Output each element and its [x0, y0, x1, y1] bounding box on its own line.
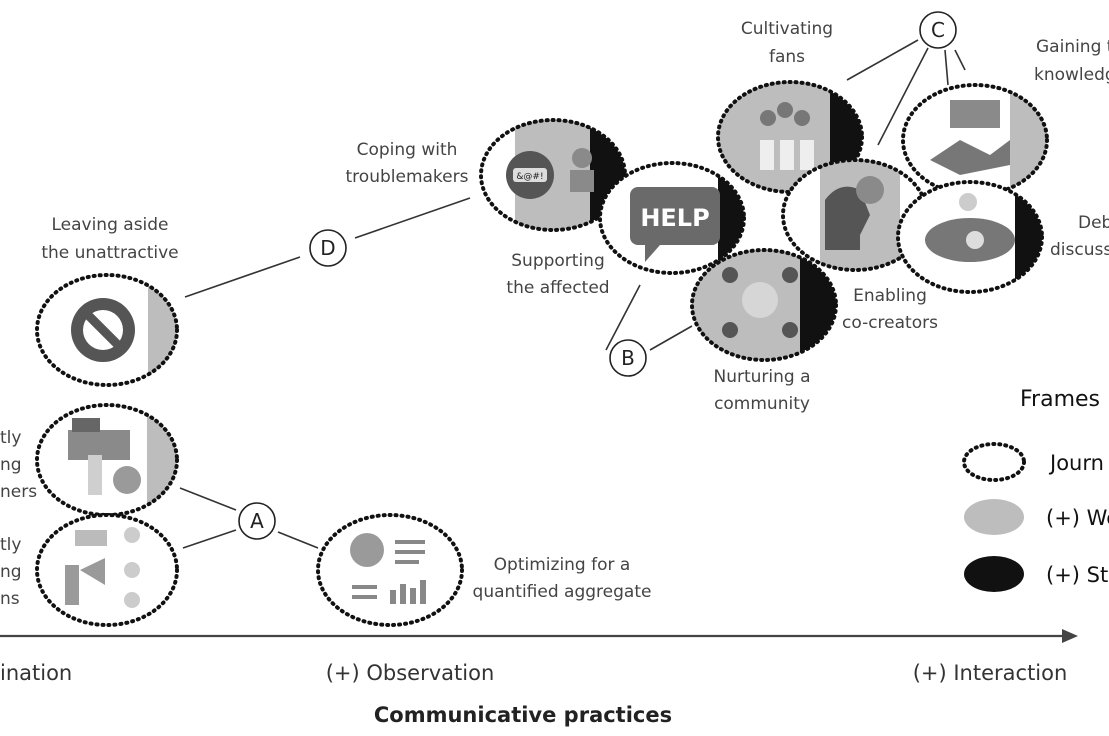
- legend-item-2: (+) We: [1046, 506, 1109, 530]
- label-debating-1: Deb: [1078, 213, 1109, 233]
- label-cultivating-1: Cultivating: [741, 19, 833, 39]
- label-cultivating-2: fans: [769, 47, 805, 67]
- badge-c-label: C: [931, 18, 945, 42]
- label-gaining-2: knowledg: [1034, 65, 1109, 85]
- axis-arrow-icon: [1062, 629, 1078, 643]
- frame-debating: Deb discuss: [896, 180, 1109, 294]
- badge-b-label: B: [621, 346, 635, 370]
- frame-enabling: Enabling co-creators: [781, 158, 938, 333]
- analytics-icon: [350, 533, 426, 604]
- fans-hearts-icon: [760, 102, 814, 170]
- connector-lines: [179, 39, 966, 549]
- label-leaving-2: the unattractive: [41, 243, 178, 263]
- label-optimizing-1: Optimizing for a: [494, 555, 631, 575]
- frame-nurturing: Nurturing a community: [690, 248, 838, 414]
- legend-item-1: Journ: [1048, 451, 1104, 475]
- discussion-table-icon: [925, 193, 1015, 262]
- frame-consumers: tly ng ners: [0, 403, 179, 517]
- label-gaining-1: Gaining t: [1036, 37, 1109, 57]
- frame-supporting: HELP Supporting the affected: [506, 161, 746, 298]
- label-partial-b3: ns: [0, 589, 20, 609]
- frame-reaching: tly ng ns: [0, 513, 179, 627]
- x-axis: ination (+) Observation (+) Interaction …: [0, 629, 1078, 727]
- label-enabling-1: Enabling: [853, 286, 927, 306]
- label-coping-1: Coping with: [357, 140, 458, 160]
- legend: Frames Journ (+) We (+) Str: [962, 387, 1109, 592]
- group-badge-c: C: [919, 11, 957, 49]
- legend-item-3: (+) Str: [1046, 563, 1109, 587]
- legend-swatch-strong: [964, 556, 1024, 592]
- label-partial-a3: ners: [0, 482, 37, 502]
- help-bubble-icon: HELP: [630, 187, 720, 262]
- troll-icon: &@#!: [506, 148, 594, 199]
- megaphone-hand-icon: [68, 418, 141, 495]
- frame-leaving-aside: Leaving aside the unattractive: [35, 215, 179, 387]
- label-coping-2: troublemakers: [346, 167, 469, 187]
- label-optimizing-2: quantified aggregate: [473, 582, 652, 602]
- axis-title: Communicative practices: [374, 703, 672, 727]
- label-nurturing-2: community: [714, 394, 810, 414]
- label-partial-a1: tly: [0, 428, 21, 448]
- group-badge-a: A: [238, 502, 276, 540]
- legend-title: Frames: [1020, 387, 1100, 412]
- frame-optimizing: Optimizing for a quantified aggregate: [316, 513, 652, 627]
- label-leaving-1: Leaving aside: [51, 215, 168, 235]
- head-gears-icon: [825, 176, 884, 250]
- label-partial-b1: tly: [0, 535, 21, 555]
- frame-coping: &@#! Coping with troublemakers: [346, 118, 627, 232]
- axis-label-right: (+) Interaction: [913, 661, 1068, 685]
- label-supporting-1: Supporting: [511, 251, 605, 271]
- label-enabling-2: co-creators: [842, 313, 938, 333]
- legend-swatch-journalistic: [962, 442, 1026, 482]
- label-nurturing-1: Nurturing a: [713, 367, 810, 387]
- help-text: HELP: [640, 204, 709, 232]
- legend-swatch-weak: [964, 499, 1024, 535]
- frame-gaining: Gaining t knowledg: [901, 37, 1109, 197]
- badge-d-label: D: [320, 236, 335, 260]
- handshake-book-icon: [930, 100, 1010, 175]
- group-badge-d: D: [309, 229, 347, 267]
- no-entry-icon: [71, 298, 135, 362]
- community-network-icon: [722, 267, 798, 338]
- axis-label-left: ination: [0, 661, 72, 685]
- axis-label-mid: (+) Observation: [326, 661, 495, 685]
- troll-badge-text: &@#!: [516, 172, 543, 182]
- label-partial-b2: ng: [0, 562, 22, 582]
- badge-a-label: A: [250, 509, 264, 533]
- label-supporting-2: the affected: [506, 278, 609, 298]
- broadcast-icon: [65, 527, 140, 608]
- label-partial-a2: ng: [0, 455, 22, 475]
- label-debating-2: discuss: [1050, 240, 1109, 260]
- group-badge-b: B: [609, 339, 647, 377]
